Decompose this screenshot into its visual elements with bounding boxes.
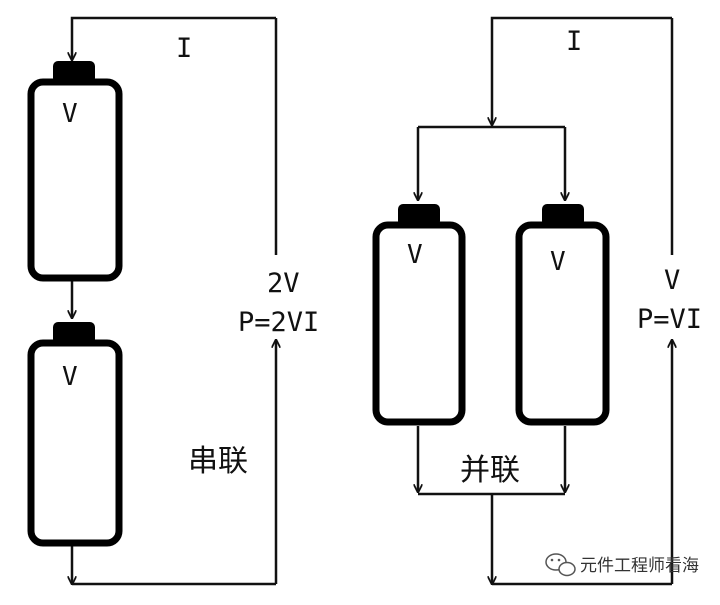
parallel-cell-1-body — [372, 221, 466, 426]
parallel-power-label: P=VI — [637, 304, 702, 335]
series-cell-2-body — [27, 339, 123, 547]
watermark: 元件工程师看海 — [545, 553, 699, 577]
parallel-cell-1-label: V — [407, 240, 423, 270]
series-cell-2-terminal — [53, 322, 95, 344]
series-top-wire — [72, 16, 276, 60]
series-voltage-label: 2V — [267, 268, 300, 299]
series-cell-1-terminal — [53, 61, 95, 83]
parallel-caption: 并联 — [460, 453, 520, 488]
parallel-cell-2-label: V — [550, 247, 566, 277]
series-current-label: I — [176, 33, 192, 64]
watermark-text: 元件工程师看海 — [580, 556, 699, 576]
parallel-cell-2-body — [515, 221, 610, 426]
series-circuit: V V I 2V P=2VI 串联 — [27, 16, 319, 586]
parallel-current-label: I — [566, 26, 582, 57]
series-power-label: P=2VI — [238, 307, 319, 338]
series-cell-1: V — [27, 61, 123, 282]
parallel-voltage-label: V — [664, 265, 680, 296]
parallel-cell-2: V — [515, 204, 610, 426]
parallel-top-wire — [492, 16, 672, 125]
parallel-cell-1-terminal — [398, 204, 440, 226]
wechat-icon — [545, 553, 576, 577]
parallel-cell-1: V — [372, 204, 466, 426]
parallel-cell-2-terminal — [542, 204, 584, 226]
series-cell-1-label: V — [62, 99, 78, 129]
series-caption: 串联 — [188, 444, 248, 479]
series-cell-1-body — [27, 78, 123, 282]
series-cell-2-label: V — [62, 362, 78, 392]
parallel-circuit: V V I V P=VI 并联 — [372, 16, 702, 586]
series-cell-2: V — [27, 322, 123, 547]
